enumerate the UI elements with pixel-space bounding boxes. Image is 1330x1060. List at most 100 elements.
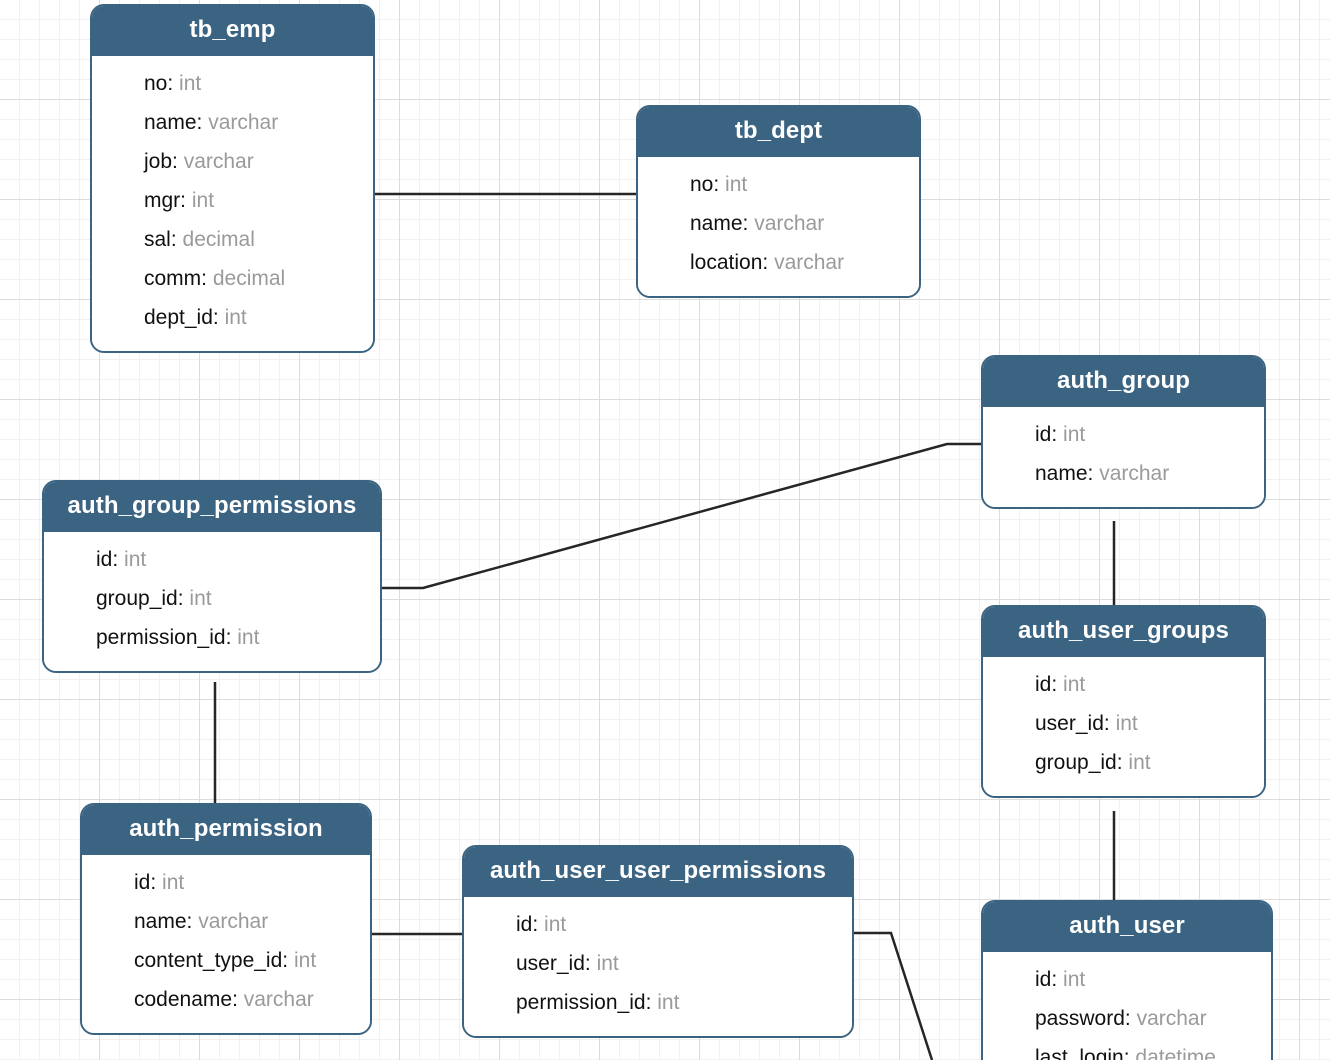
- field-type: varchar: [1136, 1007, 1207, 1030]
- field-type: int: [1063, 968, 1086, 991]
- field-type: int: [544, 913, 567, 936]
- field-type: decimal: [212, 267, 286, 290]
- entity-field[interactable]: job: varchar: [92, 142, 373, 181]
- entity-field[interactable]: codename: varchar: [82, 980, 370, 1019]
- entity-title: auth_permission: [82, 805, 370, 855]
- field-separator: :: [1051, 673, 1064, 696]
- field-name: name: [144, 111, 197, 134]
- entity-title: auth_group_permissions: [44, 482, 380, 532]
- field-name: sal: [144, 228, 171, 251]
- entity-field[interactable]: id: int: [464, 905, 852, 944]
- entity-title: auth_group: [983, 357, 1264, 407]
- field-type: datetime: [1135, 1046, 1216, 1060]
- field-name: group_id: [1035, 751, 1117, 774]
- entity-field[interactable]: permission_id: int: [464, 983, 852, 1022]
- field-separator: :: [201, 267, 213, 290]
- field-separator: :: [713, 173, 726, 196]
- field-name: password: [1035, 1007, 1125, 1030]
- entity-field[interactable]: last_login: datetime: [983, 1038, 1271, 1060]
- field-type: int: [224, 306, 247, 329]
- entity-field[interactable]: group_id: int: [983, 743, 1264, 782]
- field-separator: :: [150, 871, 163, 894]
- field-name: group_id: [96, 587, 178, 610]
- field-name: job: [144, 150, 173, 173]
- entity-field[interactable]: id: int: [983, 665, 1264, 704]
- field-separator: :: [1123, 1046, 1136, 1060]
- field-separator: :: [1051, 423, 1064, 446]
- entity-field[interactable]: name: varchar: [92, 103, 373, 142]
- entity-field[interactable]: comm: decimal: [92, 259, 373, 298]
- field-type: decimal: [182, 228, 255, 251]
- field-type: int: [189, 587, 212, 610]
- field-separator: :: [282, 949, 294, 972]
- field-separator: :: [232, 988, 244, 1011]
- entity-field[interactable]: no: int: [638, 165, 919, 204]
- field-name: id: [134, 871, 151, 894]
- field-type: int: [725, 173, 748, 196]
- field-type: varchar: [243, 988, 314, 1011]
- field-separator: :: [1103, 712, 1116, 735]
- entity-field[interactable]: permission_id: int: [44, 618, 380, 657]
- field-separator: :: [584, 952, 597, 975]
- entity-title: tb_emp: [92, 6, 373, 56]
- field-separator: :: [170, 228, 183, 251]
- field-name: name: [690, 212, 743, 235]
- entity-field[interactable]: user_id: int: [464, 944, 852, 983]
- field-type: int: [293, 949, 317, 972]
- field-name: no: [144, 72, 168, 95]
- field-separator: :: [645, 991, 658, 1014]
- relationship-edge[interactable]: [854, 931, 934, 1060]
- entity-field[interactable]: mgr: int: [92, 181, 373, 220]
- entity-field[interactable]: name: varchar: [82, 902, 370, 941]
- entity-field[interactable]: dept_id: int: [92, 298, 373, 337]
- field-type: varchar: [198, 910, 269, 933]
- relationship-edge[interactable]: [382, 442, 981, 590]
- field-name: mgr: [144, 189, 181, 212]
- field-type: varchar: [754, 212, 825, 235]
- field-separator: :: [1087, 462, 1100, 485]
- field-separator: :: [112, 548, 125, 571]
- entity-field[interactable]: user_id: int: [983, 704, 1264, 743]
- field-name: permission_id: [516, 991, 646, 1014]
- field-separator: :: [1116, 751, 1129, 774]
- field-separator: :: [167, 72, 180, 95]
- entity-field[interactable]: location: varchar: [638, 243, 919, 282]
- field-type: int: [596, 952, 619, 975]
- entity-field[interactable]: id: int: [82, 863, 370, 902]
- entity-field[interactable]: group_id: int: [44, 579, 380, 618]
- field-type: int: [1063, 423, 1086, 446]
- field-name: permission_id: [96, 626, 226, 649]
- field-name: comm: [144, 267, 202, 290]
- field-type: int: [1128, 751, 1151, 774]
- entity-title: auth_user_user_permissions: [464, 847, 852, 897]
- entity-field[interactable]: content_type_id: int: [82, 941, 370, 980]
- field-separator: :: [196, 111, 209, 134]
- entity-field[interactable]: name: varchar: [983, 454, 1264, 493]
- entity-title: tb_dept: [638, 107, 919, 157]
- entity-field[interactable]: name: varchar: [638, 204, 919, 243]
- entity-field[interactable]: id: int: [983, 415, 1264, 454]
- field-name: name: [1035, 462, 1088, 485]
- entity-field[interactable]: sal: decimal: [92, 220, 373, 259]
- entity-field[interactable]: id: int: [44, 540, 380, 579]
- entity-field[interactable]: password: varchar: [983, 999, 1271, 1038]
- entity-field[interactable]: no: int: [92, 64, 373, 103]
- entity-field[interactable]: id: int: [983, 960, 1271, 999]
- field-name: dept_id: [144, 306, 213, 329]
- field-separator: :: [742, 212, 755, 235]
- field-name: user_id: [516, 952, 585, 975]
